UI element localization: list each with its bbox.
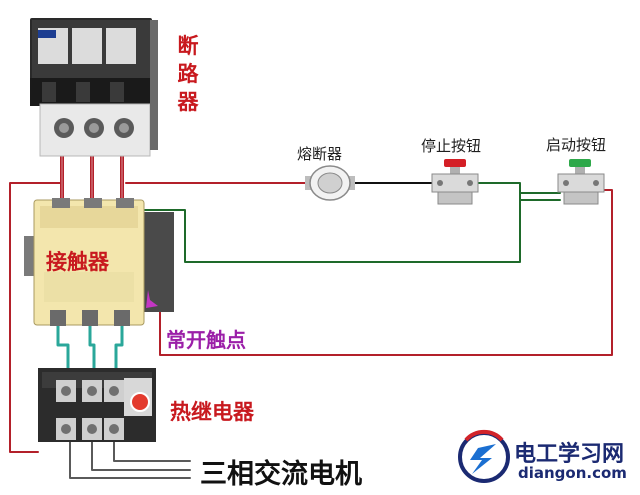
logo-name: 电工学习网 [514, 442, 625, 467]
breaker-icon [30, 18, 158, 157]
wire-coil-loop [144, 199, 521, 263]
wires [9, 148, 613, 479]
motor-wire-2 [91, 429, 191, 471]
wire-no-contact-return [159, 214, 613, 356]
motor-wire-1 [69, 429, 191, 479]
breaker-label: 断路器 [177, 34, 199, 114]
motor-label: 三相交流电机 [200, 459, 362, 490]
logo-icon [458, 429, 510, 483]
thermal-relay-icon [38, 368, 156, 442]
wire-start-to-coil [603, 189, 613, 216]
fuse-icon [305, 165, 355, 201]
no-contact-label: 常开触点 [166, 328, 246, 352]
wire-contactor-to-relay-3 [114, 323, 124, 377]
wire-contactor-to-relay-2 [88, 323, 96, 377]
wire-stop-to-start [475, 182, 561, 201]
contactor-icon [24, 198, 174, 326]
fuse-label: 熔断器 [297, 145, 343, 163]
thermal-relay-label: 热继电器 [170, 400, 254, 424]
wire-contactor-to-relay-1 [56, 323, 70, 377]
stop-button-icon [431, 159, 479, 205]
stop-button-label: 停止按钮 [421, 137, 482, 155]
logo-url: diangon.com [518, 464, 627, 482]
control-wire-left-loop [9, 182, 61, 453]
start-button-label: 启动按钮 [546, 136, 607, 154]
start-button-icon [557, 159, 605, 205]
contactor-label: 接触器 [46, 250, 109, 274]
